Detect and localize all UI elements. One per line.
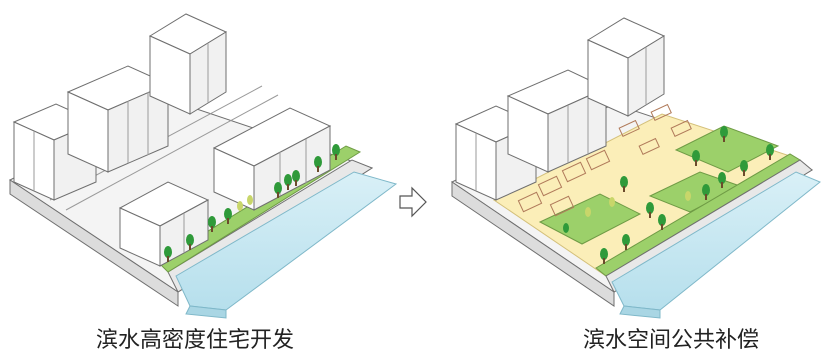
left-building-5 [118, 181, 210, 267]
right-building-3 [586, 17, 666, 117]
right-sports-courts [517, 103, 692, 217]
left-river-bed [185, 305, 227, 319]
right-ground-side-front [451, 181, 615, 307]
caption-right: 滨水空间公共补偿 [582, 328, 759, 353]
right-river-bed [619, 305, 661, 319]
left-building-4 [212, 107, 332, 211]
left-trees [164, 144, 340, 262]
caption-left: 滨水高密度住宅开发 [95, 328, 294, 353]
right-green-zone-2 [674, 125, 780, 173]
right-trees [563, 126, 774, 264]
right-block-diagram [451, 103, 821, 319]
left-road-edge-2 [65, 94, 279, 211]
right-building-2 [506, 69, 608, 173]
left-river [175, 171, 398, 311]
right-river [611, 171, 821, 311]
outline-right-arrow-icon [399, 186, 427, 218]
left-building-3 [148, 13, 228, 115]
left-ground-side-front [9, 179, 179, 307]
